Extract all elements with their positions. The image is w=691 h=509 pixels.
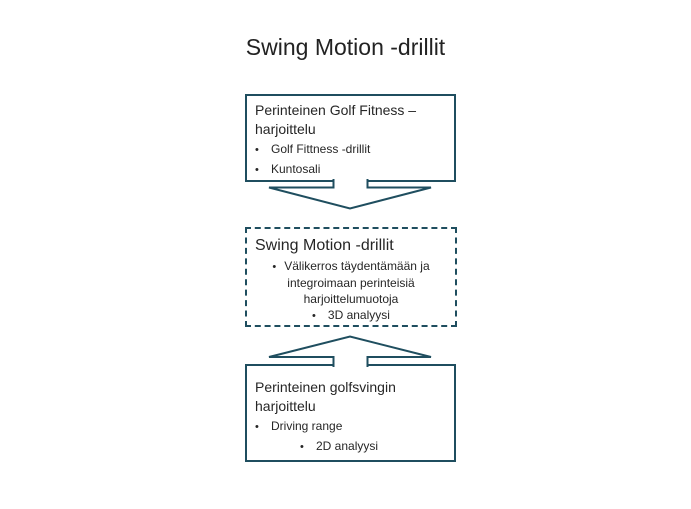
bullet-icon: • — [272, 261, 277, 273]
bullet-driving-range: • Driving range — [255, 417, 446, 436]
bullet-valikerros: • Välikerros täydentämään ja integroimaan… — [258, 258, 444, 307]
box-golf-fitness-title: Perinteinen Golf Fitness – harjoittelu — [255, 101, 446, 139]
bullet-text: Golf Fittness -drillit — [271, 142, 371, 156]
bullet-icon: • — [255, 421, 259, 433]
slide-title: Swing Motion -drillit — [245, 34, 446, 60]
bullet-text: Välikerros täydentämään ja integroimaan … — [284, 259, 430, 306]
title-line-1: Perinteinen Golf Fitness – — [255, 102, 417, 118]
title-line-1: Perinteinen golfsvingin — [255, 379, 396, 395]
box-golf-swing-title: Perinteinen golfsvingin harjoittelu — [255, 378, 446, 416]
bullet-golf-fittness-drillit: • Golf Fittness -drillit — [255, 140, 446, 159]
bullet-icon: • — [300, 441, 304, 453]
bullet-2d-analyysi: • 2D analyysi — [300, 437, 446, 456]
bullet-text: 2D analyysi — [316, 439, 379, 453]
bullet-text: Driving range — [271, 419, 343, 433]
box-golf-swing: Perinteinen golfsvingin harjoittelu • Dr… — [245, 364, 456, 462]
bullet-icon: • — [312, 310, 316, 322]
bullet-text: 3D analyysi — [327, 308, 390, 322]
down-arrow-icon — [268, 179, 432, 210]
bullet-icon: • — [255, 144, 259, 156]
bullet-kuntosali: • Kuntosali — [255, 160, 446, 179]
title-line-2: harjoittelu — [255, 121, 316, 137]
bullet-3d-analyysi: • 3D analyysi — [255, 307, 447, 324]
bullet-icon: • — [255, 164, 259, 176]
box-swing-motion: Swing Motion -drillit • Välikerros täyden… — [245, 227, 457, 327]
up-arrow-icon — [268, 335, 432, 367]
box-swing-motion-title: Swing Motion -drillit — [255, 237, 394, 254]
title-line-2: harjoittelu — [255, 398, 316, 414]
bullet-text: Kuntosali — [271, 162, 321, 176]
box-golf-fitness: Perinteinen Golf Fitness – harjoittelu •… — [245, 94, 456, 182]
